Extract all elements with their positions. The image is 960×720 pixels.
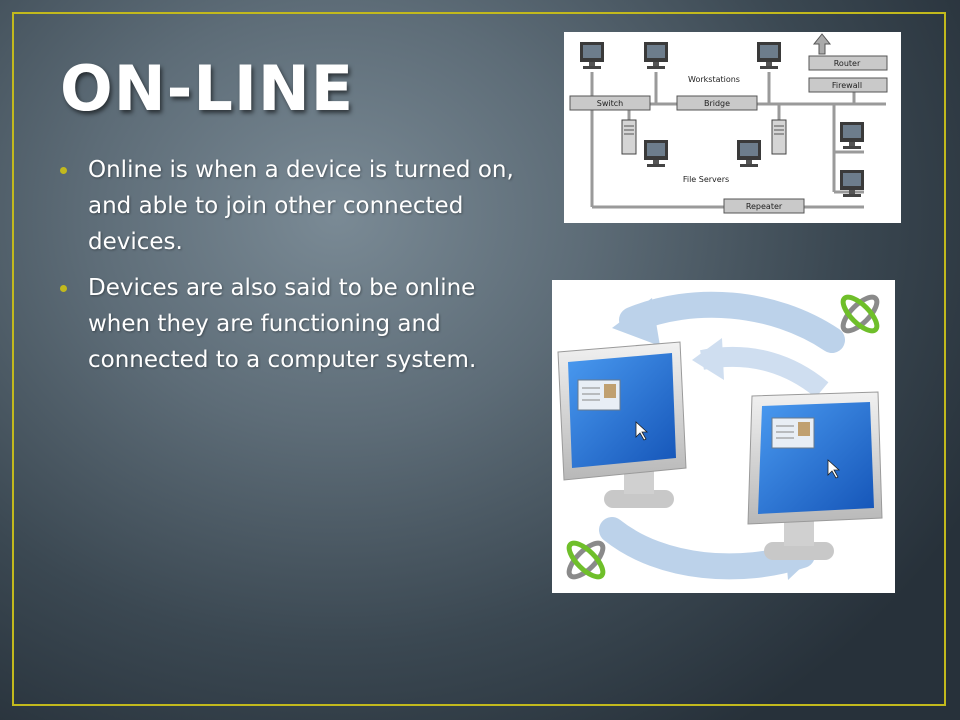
network-logo-icon [840, 294, 880, 334]
slide-title: ON-LINE [60, 52, 355, 125]
connected-computers-image [552, 280, 895, 593]
repeater-label: Repeater [746, 202, 783, 211]
file-servers-label: File Servers [683, 175, 729, 184]
router-label: Router [834, 59, 861, 68]
switch-label: Switch [597, 99, 623, 108]
bullet-item: Devices are also said to be online when … [56, 270, 526, 378]
workstations-label: Workstations [688, 75, 740, 84]
network-logo-icon [566, 540, 606, 580]
bullet-item: Online is when a device is turned on, an… [56, 152, 526, 260]
bridge-label: Bridge [704, 99, 730, 108]
right-monitor-icon [747, 391, 883, 560]
bullet-list: Online is when a device is turned on, an… [56, 152, 526, 388]
left-monitor-icon [557, 341, 687, 508]
network-diagram-image: Router Firewall Switch Bridge Repeater W… [564, 32, 901, 223]
firewall-label: Firewall [832, 81, 862, 90]
